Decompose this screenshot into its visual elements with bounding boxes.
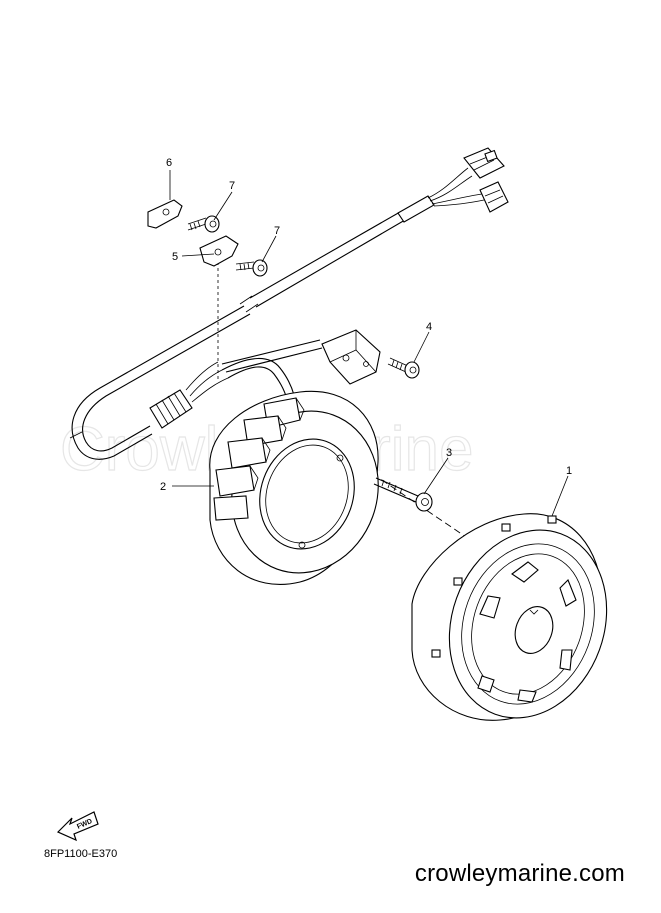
- fwd-arrow-icon: FWD: [56, 811, 99, 842]
- stator-assembly: [209, 390, 379, 585]
- upper-clamp: [147, 199, 183, 229]
- wire-harness: [69, 147, 509, 460]
- drawing-code: 8FP1100-E370: [44, 848, 118, 860]
- callout-3: 3: [446, 447, 452, 459]
- pulser-coil: [321, 329, 381, 385]
- callout-7-upper: 7: [229, 180, 235, 192]
- callout-1: 1: [566, 465, 572, 477]
- callout-4: 4: [426, 321, 432, 333]
- pulser-coil-bolt: [387, 357, 420, 379]
- stator-coils: [213, 397, 305, 521]
- callout-2: 2: [160, 481, 166, 493]
- callout-5: 5: [172, 251, 178, 263]
- wire-grommet: [149, 389, 193, 429]
- website-label: crowleymarine.com: [414, 860, 625, 887]
- connector-lower: [479, 181, 509, 213]
- callout-7-lower: 7: [274, 225, 280, 237]
- clamp-screw-upper: [187, 215, 220, 233]
- lower-clamp: [199, 235, 239, 267]
- stator-bolt: [373, 477, 433, 512]
- leader-lines: [169, 170, 569, 517]
- connector-upper: [463, 147, 505, 179]
- flywheel-rotor: [411, 513, 608, 721]
- callout-6: 6: [166, 157, 172, 169]
- clamp-screw-lower: [235, 259, 268, 277]
